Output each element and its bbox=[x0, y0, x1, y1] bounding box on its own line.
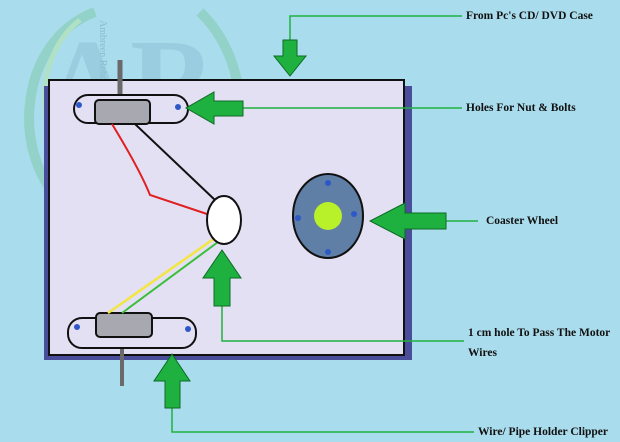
bolt-hole bbox=[325, 249, 331, 255]
leader-clipper bbox=[171, 407, 474, 433]
bolt-hole bbox=[76, 102, 82, 108]
label-coaster-wheel: Coaster Wheel bbox=[486, 215, 559, 227]
bolt-hole bbox=[185, 326, 191, 332]
arrow-motor-hole bbox=[202, 249, 242, 307]
watermark-ring-text: Ambreen Rehman bbox=[97, 20, 108, 93]
wire-green bbox=[121, 241, 219, 314]
wire-yellow bbox=[107, 236, 216, 315]
leader-motor-hole bbox=[221, 306, 464, 342]
label-motor-hole-line1: 1 cm hole To Pass The Motor bbox=[468, 327, 611, 339]
coaster-wheel bbox=[292, 173, 364, 259]
bolt-hole bbox=[351, 211, 357, 217]
bolt-hole bbox=[175, 104, 181, 110]
leader-lines bbox=[171, 15, 478, 433]
arrow-case bbox=[272, 39, 308, 77]
arrow-holes bbox=[184, 91, 244, 125]
bolt-hole bbox=[325, 180, 331, 186]
bottom-clipper bbox=[67, 312, 197, 349]
label-motor-hole-line2: Wires bbox=[468, 347, 497, 359]
top-clipper bbox=[73, 94, 189, 125]
bolt-hole bbox=[74, 324, 80, 330]
motor-wire-hole bbox=[206, 195, 242, 245]
label-clipper: Wire/ Pipe Holder Clipper bbox=[478, 426, 609, 438]
label-cd-case: From Pc's CD/ DVD Case bbox=[466, 10, 593, 22]
leader-case bbox=[289, 15, 462, 47]
wire-black bbox=[134, 123, 216, 201]
arrow-wheel bbox=[368, 202, 447, 240]
arrow-clipper bbox=[153, 353, 191, 409]
wire-red bbox=[111, 123, 211, 216]
label-holes: Holes For Nut & Bolts bbox=[466, 102, 576, 114]
bolt-hole bbox=[295, 215, 301, 221]
